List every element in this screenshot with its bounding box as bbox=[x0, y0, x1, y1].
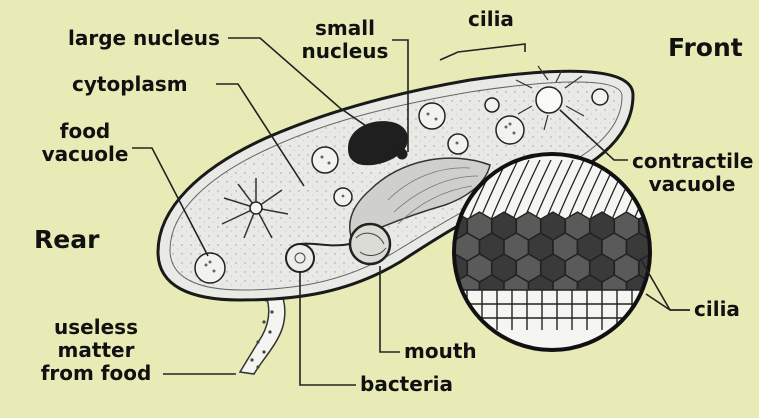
label-contractile-vacuole-line1: contractile bbox=[632, 150, 752, 173]
bacteria-vacuole bbox=[286, 244, 314, 272]
label-food-vacuole: food vacuole bbox=[40, 120, 130, 166]
label-useless-line1: useless bbox=[34, 316, 158, 339]
label-contractile-vacuole: contractile vacuole bbox=[632, 150, 752, 196]
label-useless-line2: matter bbox=[34, 339, 158, 362]
label-small-nucleus: small nucleus bbox=[300, 17, 390, 63]
label-small-nucleus-line2: nucleus bbox=[300, 40, 390, 63]
label-cilia-right: cilia bbox=[694, 298, 740, 321]
label-food-vacuole-line1: food bbox=[40, 120, 130, 143]
label-useless-matter: useless matter from food bbox=[34, 316, 158, 385]
label-cytoplasm: cytoplasm bbox=[72, 73, 188, 96]
label-contractile-vacuole-line2: vacuole bbox=[632, 173, 752, 196]
label-mouth: mouth bbox=[404, 340, 477, 363]
label-useless-line3: from food bbox=[34, 362, 158, 385]
label-large-nucleus: large nucleus bbox=[68, 27, 220, 50]
small-nucleus bbox=[397, 149, 408, 160]
label-small-nucleus-line1: small bbox=[300, 17, 390, 40]
label-cilia-top: cilia bbox=[468, 8, 514, 31]
label-bacteria: bacteria bbox=[360, 373, 453, 396]
label-food-vacuole-line2: vacuole bbox=[40, 143, 130, 166]
label-front: Front bbox=[668, 34, 743, 62]
label-rear: Rear bbox=[34, 226, 99, 254]
